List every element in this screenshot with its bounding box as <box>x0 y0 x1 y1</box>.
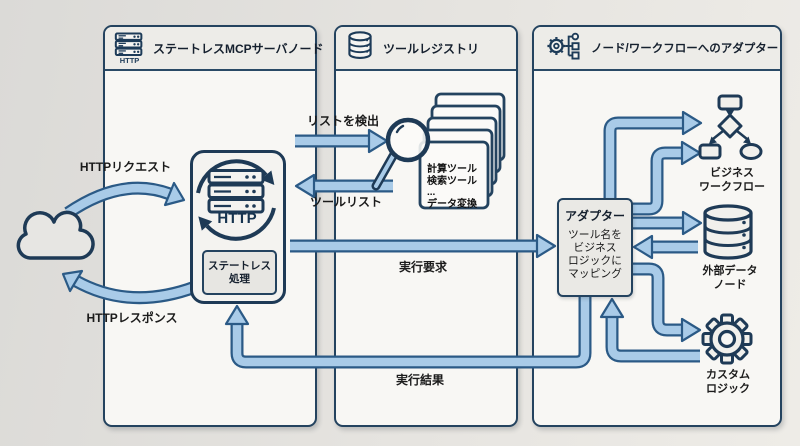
document-stack-text: 計算ツール 検索ツール ... データ変換 <box>427 164 477 210</box>
panel-adapters-title: ノード/ワークフローへのアダプター <box>591 43 779 55</box>
business-workflow-label: ビジネス ワークフロー <box>699 167 765 193</box>
stateless-process-box: ステートレス 処理 <box>202 250 277 295</box>
custom-logic-label: カスタム ロジック <box>706 369 750 395</box>
adapter-gear-branch-icon <box>543 29 583 68</box>
external-data-node-label: 外部データ ノード <box>702 265 758 291</box>
adapter-box: アダプター ツール名を ビジネス ロジックに マッピング <box>557 198 633 297</box>
exec-result-label: 実行結果 <box>395 373 444 387</box>
adapter-box-title: アダプター <box>564 209 625 223</box>
server-rack-icon: HTTP <box>114 32 145 65</box>
http-response-label: HTTPレスポンス <box>86 311 178 325</box>
tool-list-label: ツールリスト <box>309 195 382 209</box>
discover-list-label: リストを検出 <box>306 114 379 128</box>
http-request-label: HTTPリクエスト <box>79 160 172 174</box>
panel-tool-registry: ツールレジストリ <box>334 25 518 427</box>
cloud-icon <box>16 210 95 260</box>
panel-registry-header: ツールレジストリ <box>336 27 516 71</box>
mcp-server-node-box: ステートレス 処理 <box>190 150 286 304</box>
server-icon-http-label: HTTP <box>119 55 140 65</box>
server-http-label: HTTP <box>217 210 257 227</box>
exec-request-label: 実行要求 <box>398 260 447 274</box>
panel-server-title: ステートレスMCPサーバノード <box>153 41 324 56</box>
adapter-box-body: ツール名を ビジネス ロジックに マッピング <box>568 229 622 280</box>
database-icon <box>345 30 375 67</box>
panel-adapters-header: ノード/ワークフローへのアダプター <box>534 27 780 71</box>
panel-registry-title: ツールレジストリ <box>383 41 480 56</box>
panel-server-header: HTTP ステートレスMCPサーバノード <box>105 27 324 71</box>
